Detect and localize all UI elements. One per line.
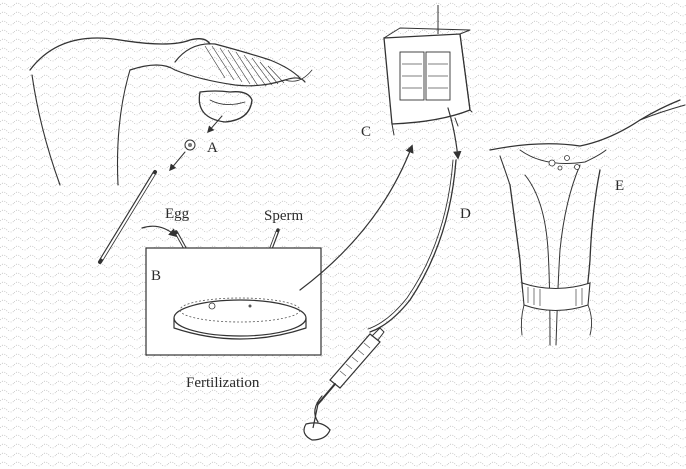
label-sperm: Sperm xyxy=(264,208,303,224)
label-fertilization: Fertilization xyxy=(186,375,260,391)
label-egg: Egg xyxy=(165,206,190,222)
label-c: C xyxy=(361,124,371,140)
egg-nucleus-icon xyxy=(188,143,192,147)
label-e: E xyxy=(615,178,624,194)
label-d: D xyxy=(460,206,471,222)
label-b: B xyxy=(151,268,161,284)
label-a: A xyxy=(207,140,218,156)
